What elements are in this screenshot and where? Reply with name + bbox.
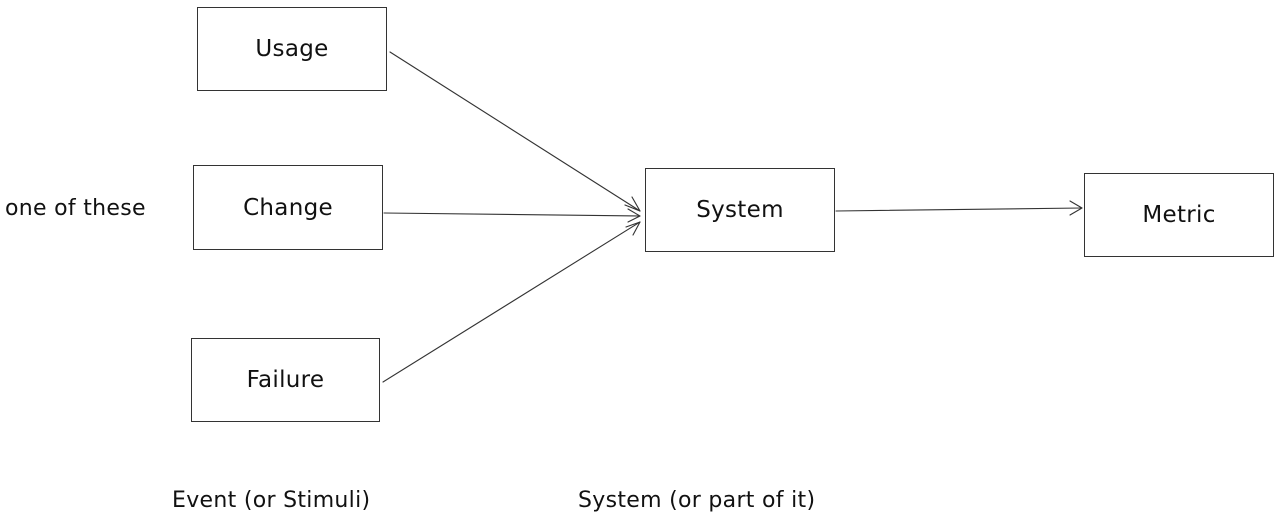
usage-box[interactable]: Usage	[197, 7, 387, 91]
event-caption: Event (or Stimuli)	[172, 488, 371, 513]
metric-box[interactable]: Metric	[1084, 173, 1274, 257]
usage-label: Usage	[255, 36, 329, 62]
failure-box[interactable]: Failure	[191, 338, 380, 422]
failure-label: Failure	[246, 367, 325, 393]
arrow-system-to-metric	[835, 200, 1083, 216]
arrow-change-to-system	[383, 208, 641, 223]
change-label: Change	[243, 194, 333, 221]
metric-label: Metric	[1142, 202, 1216, 228]
arrow-usage-to-system	[389, 51, 641, 212]
system-box[interactable]: System	[645, 168, 835, 252]
change-box[interactable]: Change	[193, 165, 383, 250]
one-of-these-annotation: one of these	[5, 196, 146, 221]
system-label: System	[696, 197, 784, 223]
arrow-failure-to-system	[382, 221, 641, 383]
system-caption: System (or part of it)	[578, 488, 816, 513]
